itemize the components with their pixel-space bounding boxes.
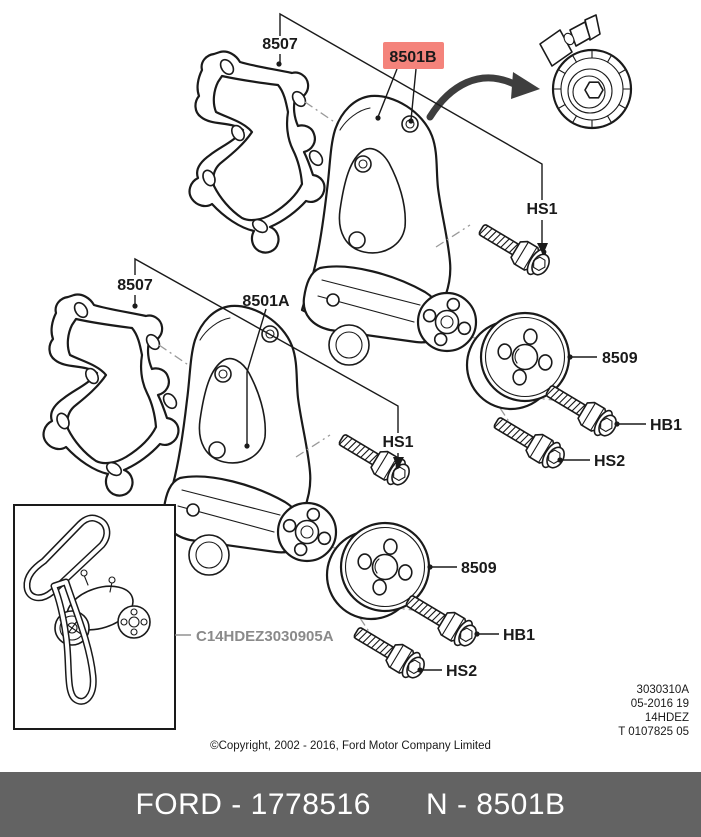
leader-lines	[132, 12, 646, 673]
part-label-8509-lower[interactable]: 8509	[461, 560, 497, 577]
revision-line: 05-2016 19	[630, 698, 689, 710]
part-label-HS2-lower[interactable]: HS2	[446, 663, 477, 680]
part-label-8507-upper[interactable]: 8507	[262, 36, 298, 53]
part-label-HS1-lower[interactable]: HS1	[382, 434, 413, 451]
tensioner-pulley	[539, 14, 633, 130]
footer-bar: FORD - 1778516 N - 8501B	[0, 772, 701, 837]
footer-catalog-ref: N - 8501B	[425, 787, 566, 821]
water-pump-assembly-8501B	[302, 96, 621, 474]
part-label-HS2-upper[interactable]: HS2	[594, 453, 625, 470]
revision-line: 14HDEZ	[644, 712, 689, 724]
revision-line: T 0107825 05	[618, 726, 689, 738]
footer-part-number: FORD - 1778516	[135, 787, 371, 821]
revision-block: 3030310A 05-2016 19 14HDEZ T 0107825 05	[618, 683, 689, 739]
part-label-HB1-upper[interactable]: HB1	[650, 417, 682, 434]
water-pump-assembly-8501A	[162, 306, 481, 684]
inset-assembly-view	[13, 504, 176, 730]
part-label-HS1-upper[interactable]: HS1	[526, 201, 557, 218]
revision-line: 3030310A	[636, 684, 689, 696]
pointer-arrow	[426, 72, 540, 121]
copyright-notice: ©Copyright, 2002 - 2016, Ford Motor Comp…	[210, 740, 491, 752]
parts-diagram: 8501B 8507 8507 8501A HS1 HS1 8509 8509 …	[13, 12, 682, 730]
part-label-8507-lower[interactable]: 8507	[117, 277, 153, 294]
selected-part-highlight	[383, 42, 444, 69]
inset-part-code[interactable]: C14HDEZ3030905A	[196, 628, 334, 645]
water-pump-gasket-lower	[42, 293, 181, 497]
part-label-8501A[interactable]: 8501A	[242, 293, 290, 310]
part-label-8509-upper[interactable]: 8509	[602, 350, 638, 367]
part-label-8501B[interactable]: 8501B	[389, 49, 436, 66]
part-label-HB1-lower[interactable]: HB1	[503, 627, 535, 644]
water-pump-gasket-upper	[188, 50, 327, 254]
